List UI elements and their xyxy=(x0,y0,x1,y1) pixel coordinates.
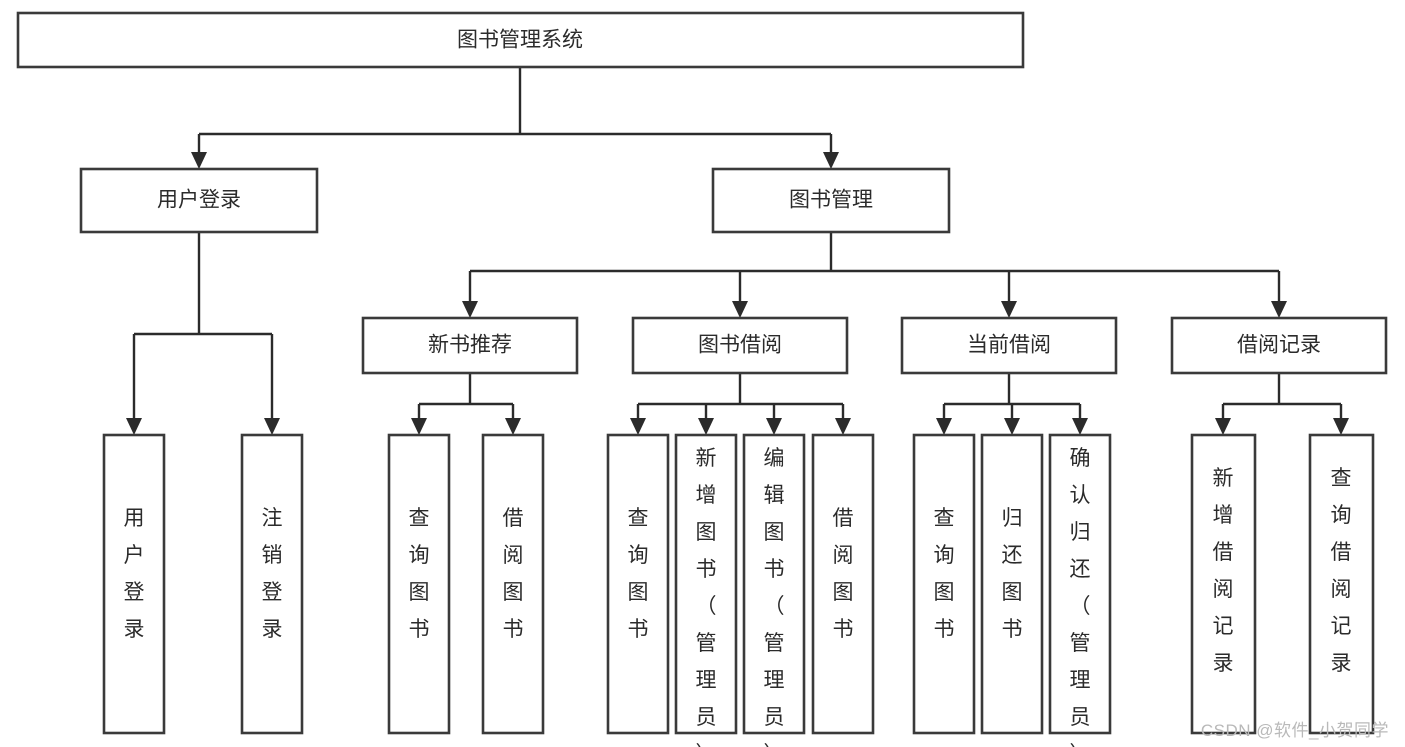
node-leaf-add-borrow-record[interactable]: 新增借阅记录 xyxy=(1190,433,1257,735)
node-new-book-recommend-label: 新书推荐 xyxy=(428,334,512,357)
arrow-head-borrow-record xyxy=(1271,301,1287,318)
node-borrow-record-label: 借阅记录 xyxy=(1237,334,1321,357)
arrow-head-leaf-add-book-admin xyxy=(698,418,714,435)
node-current-borrow-label: 当前借阅 xyxy=(967,334,1051,357)
arrow-head-user-login xyxy=(191,152,207,169)
node-leaf-borrow-book-2-label: 借阅图书 xyxy=(833,507,854,641)
node-leaf-borrow-book-2-box[interactable] xyxy=(811,433,875,735)
node-root[interactable]: 图书管理系统 xyxy=(16,11,1025,69)
node-leaf-add-book-admin-label: 新增图书（管理员） xyxy=(696,447,717,747)
arrow-head-book-borrow xyxy=(732,301,748,318)
arrow-head-leaf-query-borrow-record xyxy=(1333,418,1349,435)
connector-group-new-book-recommend xyxy=(411,373,521,435)
node-leaf-confirm-return-admin-box[interactable] xyxy=(1048,433,1112,735)
connector-group-root xyxy=(191,67,839,169)
node-leaf-edit-book-admin[interactable]: 编辑图书（管理员） xyxy=(742,433,806,747)
node-leaf-query-book-2-label: 查询图书 xyxy=(628,507,649,641)
arrow-head-leaf-edit-book-admin xyxy=(766,418,782,435)
node-leaf-edit-book-admin-box[interactable] xyxy=(742,433,806,735)
arrow-head-leaf-return-book xyxy=(1004,418,1020,435)
node-book-borrow-box[interactable] xyxy=(631,316,849,375)
arrow-head-leaf-query-book-2 xyxy=(630,418,646,435)
node-leaf-return-book[interactable]: 归还图书 xyxy=(980,433,1044,735)
connector-group-current-borrow xyxy=(936,373,1088,435)
node-leaf-logout-login[interactable]: 注销登录 xyxy=(240,433,304,735)
node-leaf-query-book-1-label: 查询图书 xyxy=(409,507,430,641)
node-leaf-add-borrow-record-box[interactable] xyxy=(1190,433,1257,735)
node-leaf-return-book-box[interactable] xyxy=(980,433,1044,735)
node-borrow-record[interactable]: 借阅记录 xyxy=(1170,316,1388,375)
node-leaf-query-book-3-box[interactable] xyxy=(912,433,976,735)
node-user-login-box[interactable] xyxy=(79,167,319,234)
node-new-book-recommend[interactable]: 新书推荐 xyxy=(361,316,579,375)
node-leaf-logout-login-label: 注销登录 xyxy=(262,507,283,641)
node-book-borrow-label: 图书借阅 xyxy=(698,334,782,357)
node-new-book-recommend-box[interactable] xyxy=(361,316,579,375)
node-leaf-borrow-book-1-label: 借阅图书 xyxy=(503,507,524,641)
node-current-borrow[interactable]: 当前借阅 xyxy=(900,316,1118,375)
node-leaf-borrow-book-1[interactable]: 借阅图书 xyxy=(481,433,545,735)
node-borrow-record-box[interactable] xyxy=(1170,316,1388,375)
node-root-label: 图书管理系统 xyxy=(457,29,583,52)
node-book-borrow[interactable]: 图书借阅 xyxy=(631,316,849,375)
node-leaf-edit-book-admin-label: 编辑图书（管理员） xyxy=(764,447,785,747)
node-leaf-borrow-book-1-box[interactable] xyxy=(481,433,545,735)
arrow-head-leaf-confirm-return-admin xyxy=(1072,418,1088,435)
node-leaf-query-borrow-record-label: 查询借阅记录 xyxy=(1331,467,1352,675)
arrow-head-new-book-recommend xyxy=(462,301,478,318)
node-leaf-query-book-2-box[interactable] xyxy=(606,433,670,735)
arrow-head-leaf-user-login xyxy=(126,418,142,435)
arrow-head-leaf-borrow-book-1 xyxy=(505,418,521,435)
node-leaf-add-borrow-record-label: 新增借阅记录 xyxy=(1213,467,1234,675)
node-leaf-query-book-1-box[interactable] xyxy=(387,433,451,735)
node-leaf-confirm-return-admin[interactable]: 确认归还（管理员） xyxy=(1048,433,1112,747)
connector-group-book-management xyxy=(462,232,1287,318)
connector-group-book-borrow xyxy=(630,373,851,435)
node-book-management-box[interactable] xyxy=(711,167,951,234)
node-root-box[interactable] xyxy=(16,11,1025,69)
arrow-head-leaf-query-book-3 xyxy=(936,418,952,435)
node-leaf-query-book-3[interactable]: 查询图书 xyxy=(912,433,976,735)
arrow-head-leaf-add-borrow-record xyxy=(1215,418,1231,435)
node-leaf-user-login-label: 用户登录 xyxy=(124,507,145,641)
node-leaf-user-login-box[interactable] xyxy=(102,433,166,735)
node-leaf-return-book-label: 归还图书 xyxy=(1002,507,1023,641)
connector-group-user-login xyxy=(126,232,280,435)
node-leaf-query-book-3-label: 查询图书 xyxy=(934,507,955,641)
node-leaf-query-book-2[interactable]: 查询图书 xyxy=(606,433,670,735)
node-leaf-logout-login-box[interactable] xyxy=(240,433,304,735)
node-leaf-query-borrow-record-box[interactable] xyxy=(1308,433,1375,735)
arrow-head-leaf-borrow-book-2 xyxy=(835,418,851,435)
connector-group-borrow-record xyxy=(1215,373,1349,435)
node-leaf-add-book-admin[interactable]: 新增图书（管理员） xyxy=(674,433,738,747)
node-user-login[interactable]: 用户登录 xyxy=(79,167,319,234)
node-leaf-user-login[interactable]: 用户登录 xyxy=(102,433,166,735)
node-leaf-query-borrow-record[interactable]: 查询借阅记录 xyxy=(1308,433,1375,735)
arrow-head-leaf-logout-login xyxy=(264,418,280,435)
node-book-management-label: 图书管理 xyxy=(789,189,873,212)
node-leaf-query-book-1[interactable]: 查询图书 xyxy=(387,433,451,735)
node-leaf-confirm-return-admin-label: 确认归还（管理员） xyxy=(1070,447,1091,747)
arrow-head-current-borrow xyxy=(1001,301,1017,318)
node-book-management[interactable]: 图书管理 xyxy=(711,167,951,234)
node-leaf-borrow-book-2[interactable]: 借阅图书 xyxy=(811,433,875,735)
node-user-login-label: 用户登录 xyxy=(157,189,241,212)
arrow-head-book-management xyxy=(823,152,839,169)
arrow-head-leaf-query-book-1 xyxy=(411,418,427,435)
node-current-borrow-box[interactable] xyxy=(900,316,1118,375)
node-leaf-add-book-admin-box[interactable] xyxy=(674,433,738,735)
csdn-watermark: CSDN @软件_小贺同学 xyxy=(1200,721,1389,740)
